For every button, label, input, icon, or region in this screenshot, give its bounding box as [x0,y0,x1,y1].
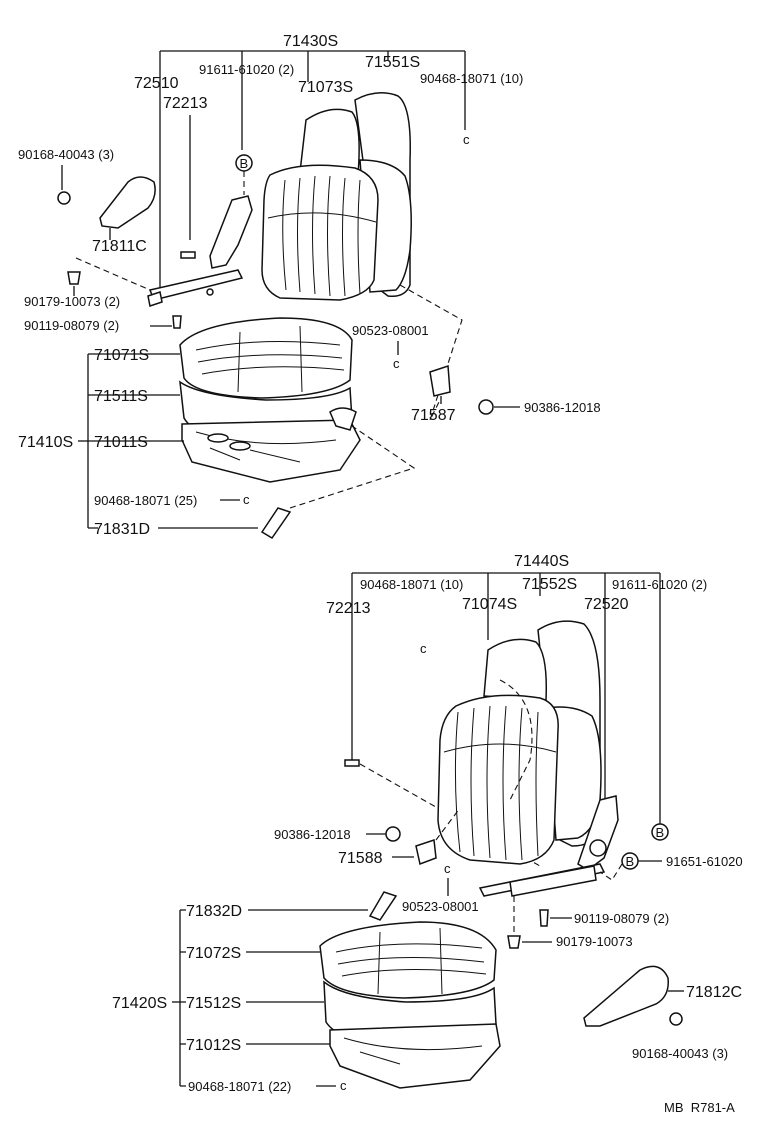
label-91611-61020: 91611-61020 (2) [199,62,294,77]
bottom-set-bracket [351,572,661,825]
label-90523-08001-b: 90523-08001 [402,899,479,914]
top-seatback [261,92,412,301]
label-71552s: 71552S [522,576,577,593]
cover-71588 [415,838,437,866]
bottom-seat-track-rail [478,795,619,897]
label-90468-18071-10-b: 90468-18071 (10) [360,577,463,592]
bottom-seatback [437,620,602,865]
label-71832d: 71832D [186,903,242,920]
clip-c-icon-4: c [420,641,427,656]
label-71074s: 71074S [462,596,517,613]
pin-72213-b [344,759,360,767]
clip-c-icon-5: c [444,861,451,876]
cover-71831d [260,507,292,540]
label-72213-b: 72213 [326,600,371,617]
bolt-icon-b [539,909,549,927]
label-90168-40043: 90168-40043 (3) [18,147,114,162]
label-71812c: 71812C [686,984,742,1001]
b-marker-label-c: B [626,854,635,869]
screw-icon [57,191,71,205]
top-set-number: 71430S [283,33,338,50]
label-71012s: 71012S [186,1037,241,1054]
bolt-icon [172,315,182,329]
clip-c-icon: c [463,132,470,147]
label-72520: 72520 [584,596,629,613]
label-90168-40043-b: 90168-40043 (3) [632,1046,728,1061]
label-71587: 71587 [411,407,456,424]
label-90119-08079: 90119-08079 (2) [24,318,119,333]
cover-71832d [368,891,398,921]
top-seat-cushion [179,317,361,483]
nut-90386-icon-b [385,826,401,842]
label-71410s: 71410S [18,434,73,451]
label-71011s: 71011S [94,434,148,451]
diagram-reference: MB R781-A [664,1100,735,1115]
label-71420s: 71420S [112,995,167,1012]
label-90468-18071-25: 90468-18071 (25) [94,493,197,508]
label-71551s: 71551S [365,54,420,71]
nut-90386-icon [478,399,494,415]
label-71072s: 71072S [186,945,241,962]
label-71811c: 71811C [92,238,147,255]
label-90386-12018: 90386-12018 [524,400,601,415]
label-71511s: 71511S [94,388,148,405]
cover-71587 [429,364,451,397]
label-71071s: 71071S [94,347,149,364]
clip-c-icon-3: c [243,492,250,507]
cover-71812c [583,965,669,1027]
nut-icon [67,271,81,285]
label-90119-08079-b: 90119-08079 (2) [574,911,669,926]
nut-icon-b [507,935,521,949]
label-71588: 71588 [338,850,383,867]
label-90523-08001: 90523-08001 [352,323,429,338]
pin-72213 [180,251,196,259]
label-90468-18071-10: 90468-18071 (10) [420,71,523,86]
label-71512s: 71512S [186,995,241,1012]
screw-icon-b [669,1012,683,1026]
seat-track-rail [147,195,253,307]
clip-c-icon-6: c [340,1078,347,1093]
label-72510: 72510 [134,75,179,92]
label-71831d: 71831D [94,521,150,538]
b-marker-label-b: B [656,825,665,840]
bottom-set-number: 71440S [514,553,569,570]
label-90179-10073: 90179-10073 (2) [24,294,120,309]
label-91651-61020: 91651-61020 [666,854,743,869]
label-91611-61020-b: 91611-61020 (2) [612,577,707,592]
cover-71811c [99,176,156,229]
top-set-bracket [159,50,466,290]
label-90386-12018-b: 90386-12018 [274,827,351,842]
label-90179-10073-b: 90179-10073 [556,934,633,949]
top-assembly: 71430S 72510 91611-61020 (2) 71551S 9046… [18,33,601,540]
label-90468-18071-22: 90468-18071 (22) [188,1079,291,1094]
clip-c-icon-2: c [393,356,400,371]
bottom-assembly: 71440S 90468-18071 (10) 71552S 91611-610… [112,553,743,1094]
b-marker-icon-b [651,823,669,841]
bottom-seat-cushion [319,921,501,1089]
label-72213: 72213 [163,95,208,112]
b-marker-label: B [240,156,249,171]
label-71073s: 71073S [298,79,353,96]
